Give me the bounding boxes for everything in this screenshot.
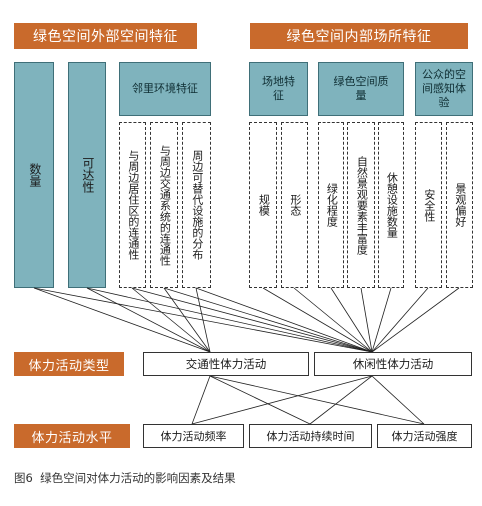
activity-duration-box: 体力活动持续时间	[249, 424, 372, 448]
scale-label: 规模	[257, 194, 271, 216]
external-features-header: 绿色空间外部空间特征	[14, 23, 197, 49]
neighborhood-environment-box: 邻里环境特征	[119, 62, 211, 116]
rest-facilities-box: 休憩设施数量	[378, 122, 404, 288]
activity-frequency-label: 体力活动频率	[160, 430, 227, 443]
safety-label: 安全性	[422, 188, 436, 222]
leisure-activity-box: 休闲性体力活动	[314, 352, 472, 376]
form-box: 形态	[281, 122, 308, 288]
figure-caption: 图6 绿色空间对体力活动的影响因素及结果	[14, 471, 236, 485]
alternative-facilities-box: 周边可替代设施的分布	[182, 122, 211, 288]
safety-box: 安全性	[415, 122, 442, 288]
natural-landscape-richness-box: 自然景观要素丰富度	[347, 122, 375, 288]
scale-box: 规模	[249, 122, 277, 288]
residential-connectivity-label: 与周边居住区的连通性	[126, 150, 140, 260]
activity-duration-label: 体力活动持续时间	[266, 430, 355, 443]
accessibility-box: 可达性	[68, 62, 106, 288]
activity-intensity-label: 体力活动强度	[391, 430, 458, 443]
landscape-preference-box: 景观偏好	[446, 122, 473, 288]
transport-connectivity-box: 与周边交通系统的连通性	[150, 122, 178, 288]
quantity-box: 数量	[14, 62, 54, 288]
activity-frequency-box: 体力活动频率	[143, 424, 244, 448]
greening-degree-box: 绿化程度	[318, 122, 344, 288]
spatial-perception-box: 公众的空间感知体验	[415, 62, 473, 116]
accessibility-label: 可达性	[80, 157, 95, 193]
green-quality-box: 绿色空间质量	[318, 62, 404, 116]
activity-intensity-box: 体力活动强度	[377, 424, 472, 448]
quantity-label: 数量	[27, 163, 42, 187]
spatial-perception-label: 公众的空间感知体验	[422, 68, 466, 109]
greening-degree-label: 绿化程度	[325, 183, 339, 227]
transport-activity-label: 交通性体力活动	[185, 357, 267, 371]
activity-level-header: 体力活动水平	[14, 424, 130, 448]
transport-activity-box: 交通性体力活动	[143, 352, 309, 376]
transport-connectivity-label: 与周边交通系统的连通性	[158, 144, 172, 266]
site-characteristics-label: 场地特征	[262, 75, 295, 102]
internal-features-header: 绿色空间内部场所特征	[250, 23, 468, 49]
form-label: 形态	[288, 194, 302, 216]
activity-type-header: 体力活动类型	[14, 352, 124, 376]
landscape-preference-label: 景观偏好	[453, 183, 467, 227]
green-quality-label: 绿色空间质量	[333, 75, 389, 102]
rest-facilities-label: 休憩设施数量	[385, 172, 399, 238]
natural-landscape-richness-label: 自然景观要素丰富度	[355, 155, 369, 255]
leisure-activity-label: 休闲性体力活动	[352, 357, 434, 371]
neighborhood-environment-label: 邻里环境特征	[132, 82, 198, 96]
alternative-facilities-label: 周边可替代设施的分布	[190, 150, 204, 260]
residential-connectivity-box: 与周边居住区的连通性	[119, 122, 146, 288]
site-characteristics-box: 场地特征	[249, 62, 308, 116]
